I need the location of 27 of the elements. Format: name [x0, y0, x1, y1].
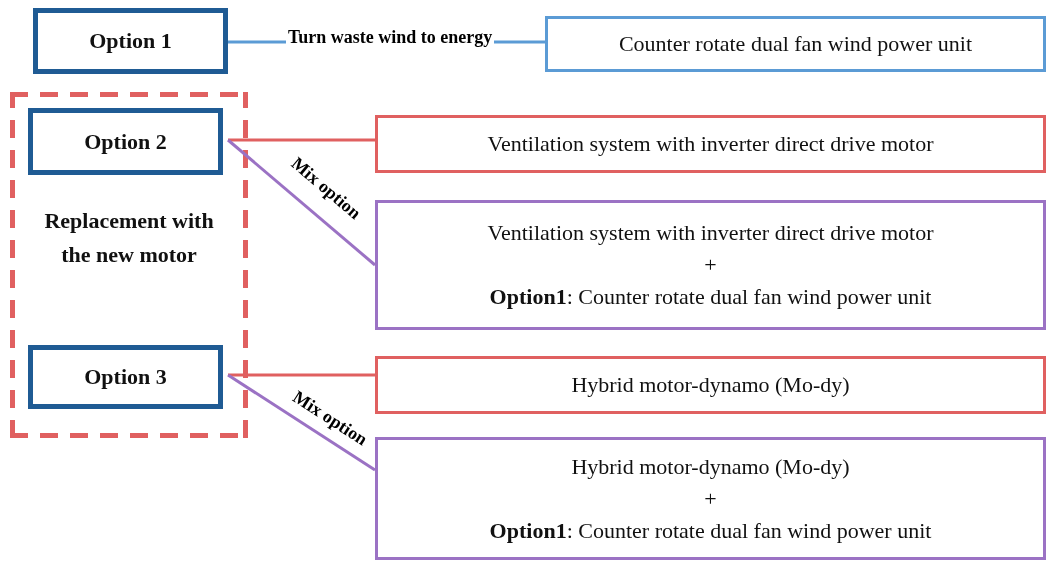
option-label: Option 3: [84, 363, 167, 391]
option-box: [28, 345, 223, 409]
dashed-group-box: [10, 92, 248, 438]
edge-label: Turn waste wind to energy: [286, 27, 495, 47]
box-text: Option1: Counter rotate dual fan wind power unit: [489, 283, 932, 311]
box-text: +: [704, 251, 717, 279]
option-box: [28, 108, 223, 175]
connector-line: [227, 138, 376, 267]
box-text: Ventilation system with inverter direct drive motor: [487, 130, 934, 158]
box-text: +: [704, 484, 717, 513]
option-label: Replacement with the new motor: [43, 207, 215, 269]
connector-line: [228, 373, 375, 377]
box-text: Option1: Counter rotate dual fan wind power unit: [489, 516, 932, 545]
process-box: [375, 356, 1046, 414]
option-box: [33, 8, 228, 74]
connector-line: [228, 138, 375, 142]
process-box: [375, 437, 1046, 560]
process-box: [375, 200, 1046, 330]
box-text: Counter rotate dual fan wind power unit: [618, 30, 973, 58]
process-box: [545, 16, 1046, 72]
box-text: Hybrid motor-dynamo (Mo-dy): [571, 371, 850, 399]
box-text: Ventilation system with inverter direct drive motor: [487, 219, 934, 247]
connector-line: [227, 373, 376, 472]
process-box: [375, 115, 1046, 173]
box-text: Hybrid motor-dynamo (Mo-dy): [571, 452, 850, 481]
option-label: Option 1: [89, 27, 172, 55]
option-label: Option 2: [84, 127, 167, 156]
